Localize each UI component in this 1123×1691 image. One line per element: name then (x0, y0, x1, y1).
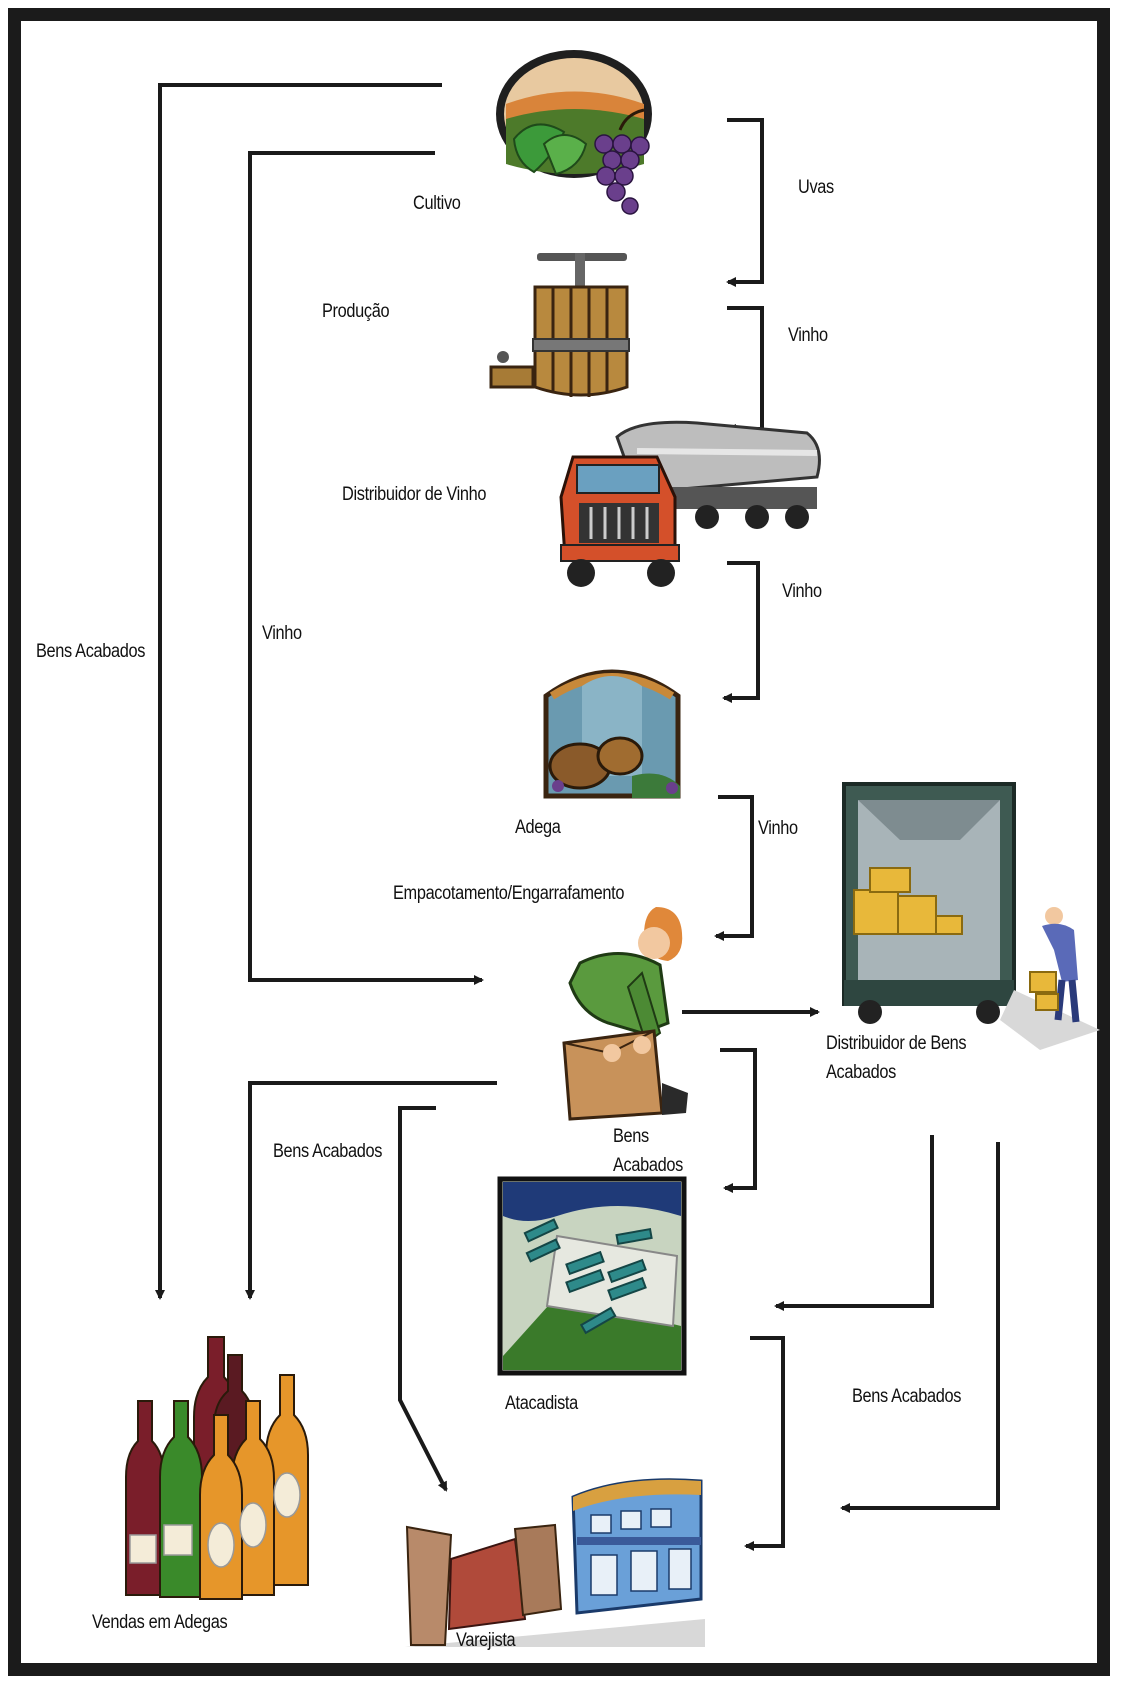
flow-label-vinho-adega: Vinho (758, 818, 798, 839)
arrow-atacadista-varejista (744, 1336, 785, 1551)
node-label-distribuidor-vinho: Distribuidor de Vinho (342, 484, 487, 505)
node-label-adega: Adega (515, 817, 561, 838)
wine-bottles-icon (125, 1336, 309, 1600)
arrow-distribuidor-atacadista (774, 1135, 934, 1311)
wine-cellar-icon (543, 669, 681, 799)
arrow-empacotamento-varejista (398, 1106, 448, 1492)
vineyard-grapes-icon (496, 50, 652, 215)
flow-label-vinho-cultivo-empacotamento: Vinho (262, 623, 302, 644)
node-label-varejista: Varejista (456, 1630, 516, 1651)
arrow-bens-empacotamento-vendas (245, 1081, 497, 1300)
node-label-distribuidor-bens: Distribuidor de Bens Acabados (826, 1033, 967, 1083)
flow-label-uvas: Uvas (798, 177, 834, 198)
diagram-frame (8, 8, 1110, 1676)
warehouse-aerial-icon (497, 1176, 687, 1376)
node-label-atacadista: Atacadista (505, 1393, 578, 1414)
node-label-empacotamento: Empacotamento/Engarrafamento (393, 883, 625, 904)
flow-label-bens-distribuidor-varejista: Bens Acabados (852, 1386, 962, 1407)
storefront-street-icon (405, 1478, 705, 1647)
flow-label-vinho-producao: Vinho (788, 325, 828, 346)
arrow-vinho-cultivo-empacotamento (248, 151, 484, 985)
arrow-vinho-producao (726, 306, 764, 434)
arrow-bens-cultivo-vendas (155, 83, 442, 1300)
node-label-cultivo: Cultivo (413, 193, 461, 214)
tanker-truck-icon (559, 420, 821, 587)
flow-label-bens-cultivo-vendas: Bens Acabados (36, 641, 146, 662)
delivery-truck-icon (842, 782, 1100, 1050)
flow-label-bens-empacotamento-atacadista: Bens Acabados (613, 1126, 683, 1176)
node-label-vendas-adegas: Vendas em Adegas (92, 1612, 228, 1633)
arrow-uvas (726, 118, 764, 287)
packing-worker-icon (562, 907, 688, 1121)
arrow-vinho-distribuidor (722, 561, 760, 703)
arrow-vinho-adega (714, 795, 754, 941)
node-label-producao: Produção (322, 301, 390, 322)
arrow-bens-empacotamento-atacadista (720, 1048, 757, 1193)
flow-label-bens-empacotamento-vendas: Bens Acabados (273, 1141, 383, 1162)
arrow-distribuidor-varejista (840, 1142, 1000, 1513)
flow-label-vinho-distribuidor: Vinho (782, 581, 822, 602)
wine-press-icon (489, 253, 630, 397)
